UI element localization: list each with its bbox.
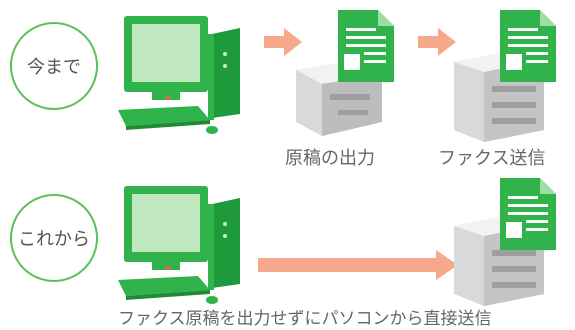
caption-direct-send: ファクス原稿を出力せずにパソコンから直接送信 (118, 309, 492, 329)
document-icon (500, 10, 556, 82)
arrow-right-icon (264, 28, 302, 56)
label-circle-after: これから (10, 194, 98, 282)
document-icon (500, 178, 556, 250)
label-circle-before: 今まで (10, 22, 98, 110)
label-after: これから (18, 229, 90, 250)
computer-icon (118, 16, 240, 134)
caption-fax-send: ファクス送信 (438, 148, 546, 169)
caption-print-output: 原稿の出力 (285, 148, 375, 169)
document-icon (338, 10, 394, 82)
arrow-right-icon (418, 28, 456, 56)
arrow-right-icon (258, 250, 458, 280)
label-before: 今まで (27, 57, 81, 78)
computer-icon (118, 186, 240, 304)
